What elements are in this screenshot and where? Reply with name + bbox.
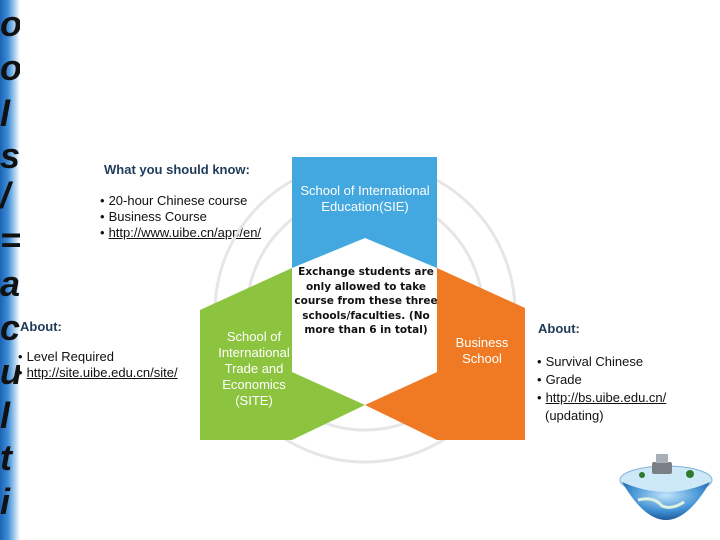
globe-logo-icon	[619, 454, 713, 520]
side-letter: l	[0, 93, 11, 134]
right-info-link-item[interactable]: •http://bs.uibe.edu.cn/	[537, 389, 666, 407]
right-info-item-text: Survival Chinese	[545, 354, 644, 369]
right-info-list: •Survival Chinese •Grade •http://bs.uibe…	[537, 353, 666, 425]
side-letter: u	[0, 351, 20, 392]
right-info-item-text: Grade	[545, 372, 582, 387]
bullet: •	[537, 390, 542, 405]
side-letter: t	[0, 437, 12, 478]
left-info-link-item[interactable]: •http://site.uibe.edu.cn/site/	[18, 365, 178, 381]
sie-label: School of International Education(SIE)	[300, 183, 430, 214]
bullet: •	[537, 372, 542, 387]
top-info-item-text: 20-hour Chinese course	[108, 193, 248, 208]
side-letter: =	[0, 219, 20, 260]
business-school-label: Business School	[455, 335, 509, 366]
right-info-note: (updating)	[545, 408, 604, 423]
center-note: Exchange students are only allowed to ta…	[294, 266, 438, 336]
left-info-heading: About:	[20, 319, 62, 334]
right-info-item: •Grade	[537, 371, 666, 389]
side-letter: o	[0, 47, 20, 88]
left-info-item: •Level Required	[18, 349, 178, 365]
top-info-item-text: Business Course	[108, 209, 207, 224]
right-info-item: •Survival Chinese	[537, 353, 666, 371]
bs-website-link[interactable]: http://bs.uibe.edu.cn/	[545, 390, 667, 405]
top-info-heading: What you should know:	[104, 162, 250, 177]
bullet: •	[18, 365, 23, 380]
side-letter: s	[0, 135, 20, 176]
top-info-item: •20-hour Chinese course	[100, 193, 261, 209]
bullet: •	[100, 193, 105, 208]
side-letter: o	[0, 3, 20, 44]
side-letter: i	[0, 481, 11, 522]
side-letter: l	[0, 395, 11, 436]
side-letter: a	[0, 263, 20, 304]
sie-website-link[interactable]: http://www.uibe.cn/app/en/	[108, 225, 262, 240]
site-label: School of International Trade and Econom…	[218, 329, 290, 408]
top-info-item: •Business Course	[100, 209, 261, 225]
side-letter: /	[0, 175, 11, 216]
side-letter: c	[0, 307, 20, 348]
bullet: •	[18, 349, 23, 364]
bullet: •	[537, 354, 542, 369]
top-info-link-item[interactable]: •http://www.uibe.cn/app/en/	[100, 225, 261, 241]
top-info-list: •20-hour Chinese course •Business Course…	[100, 193, 261, 241]
side-title-strip: o o l s / = a c u l t i	[0, 0, 20, 540]
left-info-list: •Level Required •http://site.uibe.edu.cn…	[18, 349, 178, 381]
center-hexagon	[292, 238, 437, 405]
bullet: •	[100, 225, 105, 240]
site-website-link[interactable]: http://site.uibe.edu.cn/site/	[26, 365, 178, 380]
bullet: •	[100, 209, 105, 224]
left-info-item-text: Level Required	[26, 349, 115, 364]
right-info-heading: About:	[538, 321, 580, 336]
